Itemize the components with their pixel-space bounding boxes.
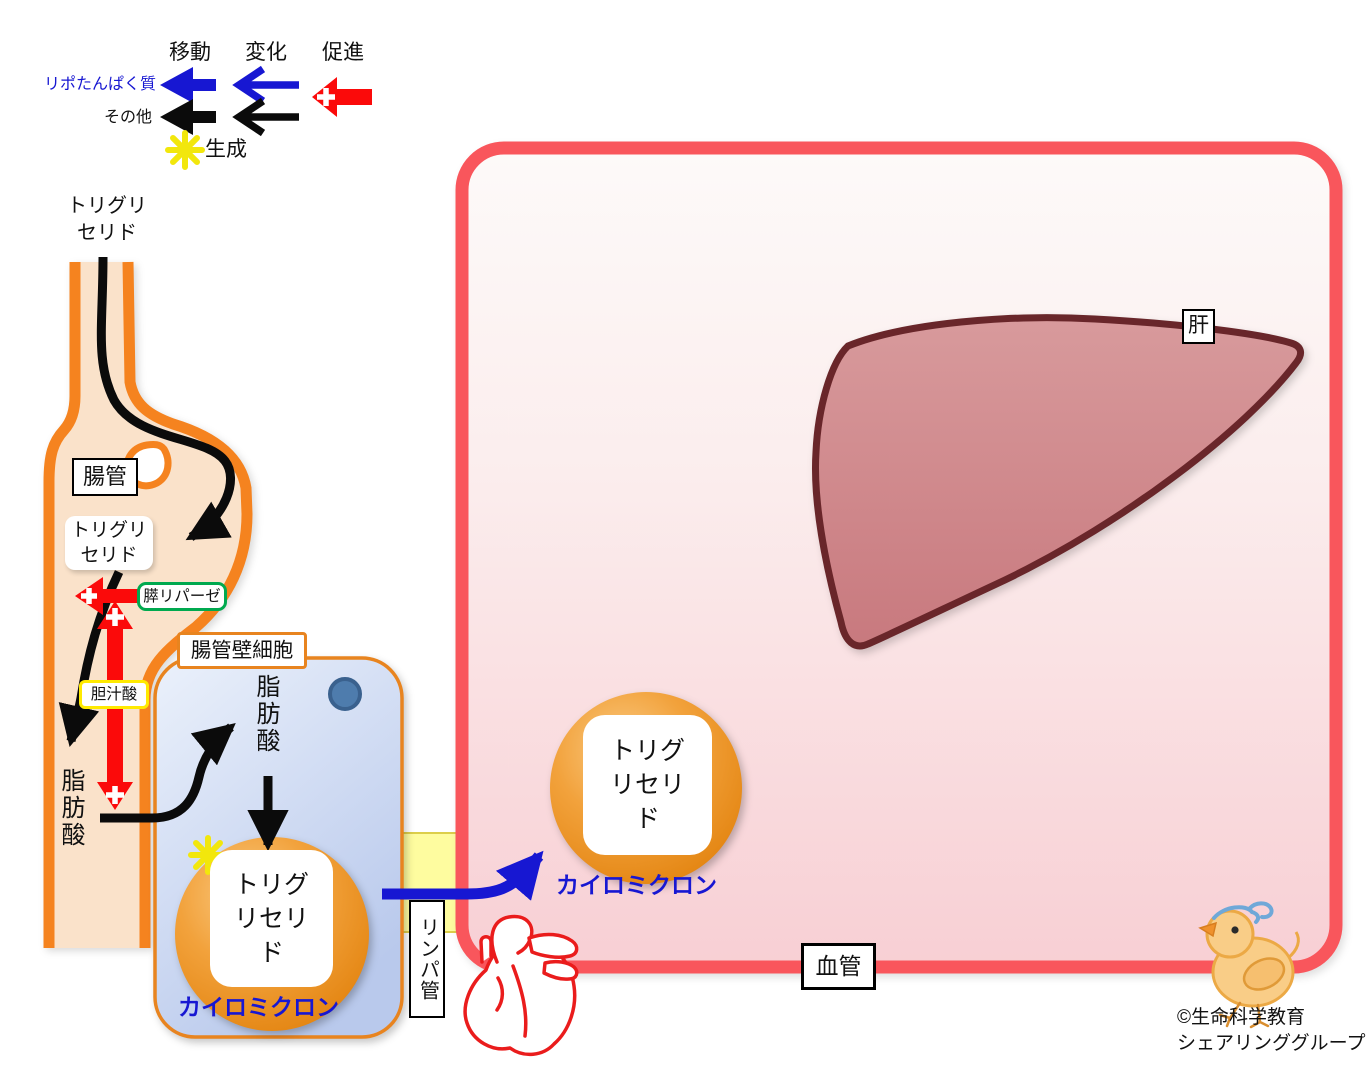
fatty-acid-cell-label: 脂肪酸	[252, 674, 279, 755]
liver-shape	[812, 314, 1305, 650]
promote-arrow-lipase	[75, 577, 138, 615]
fatty-acid-intestine-label: 脂肪酸	[57, 768, 84, 849]
triglyceride-cell-line1: トリグ	[233, 870, 309, 899]
triglyceride-top-line1: トリグリ	[67, 195, 147, 217]
legend-promote-arrow	[312, 77, 372, 117]
triglyceride-blood-line3: ド	[634, 805, 660, 833]
legend-move-other-arrow	[160, 99, 216, 135]
arrow-triglyceride-into-intestine	[96, 256, 236, 541]
blood-vessel-label: 血管	[801, 943, 876, 990]
legend-col-move: 移動	[169, 40, 211, 64]
triglyceride-cell-box: トリグ リセリ ド	[210, 850, 333, 987]
triglyceride-intestine-line2: セリド	[80, 545, 138, 566]
triglyceride-intestine-line1: トリグリ	[70, 520, 147, 541]
triglyceride-intestine-box: トリグリ セリド	[65, 516, 153, 570]
liver-label: 肝	[1182, 309, 1215, 344]
legend-change-other-arrow	[232, 97, 299, 137]
credit-line2: シェアリンググループ	[1177, 1033, 1366, 1054]
legend-row-other: その他	[103, 109, 152, 126]
legend-generate-asterisk-icon	[168, 133, 202, 167]
legend-row-lipoprotein: リポたんぱく質	[43, 76, 156, 93]
intestinal-wall-cell-label: 腸管壁細胞	[177, 632, 307, 669]
chick-bow-icon	[1212, 901, 1274, 924]
triglyceride-blood-box: トリグ リセリ ド	[583, 715, 712, 855]
credit-text: ©生命科学教育 シェアリンググループ	[1177, 1005, 1365, 1057]
chick-icon	[1198, 901, 1300, 1029]
bile-acid-label: 胆汁酸	[79, 680, 149, 709]
triglyceride-top-line2: セリド	[77, 222, 137, 244]
heart-icon	[463, 914, 579, 1057]
cell-nucleus	[328, 677, 362, 711]
plus-icon	[81, 588, 97, 604]
pancreatic-lipase-label: 膵リパーゼ	[137, 582, 227, 611]
legend-arrows	[160, 65, 372, 167]
intestine-label: 腸管	[72, 458, 138, 496]
chylomicron-blood-label: カイロミクロン	[556, 872, 717, 898]
triglyceride-cell-line3: ド	[258, 938, 284, 967]
triglyceride-blood-line1: トリグ	[609, 737, 685, 765]
plus-icon	[106, 608, 124, 626]
chylomicron-cell-label: カイロミクロン	[178, 994, 339, 1020]
plus-icon	[317, 88, 335, 106]
triglyceride-top-label: トリグリ セリド	[47, 192, 167, 248]
legend-change-lipoprotein-arrow	[232, 65, 299, 105]
legend-move-lipoprotein-arrow	[160, 67, 216, 103]
legend-col-change: 変化	[245, 40, 287, 64]
legend-col-promote: 促進	[322, 40, 364, 64]
lymph-vessel-label: リンパ管	[409, 900, 445, 1018]
credit-line1: ©生命科学教育	[1177, 1007, 1305, 1028]
legend-generate-label: 生成	[205, 138, 247, 161]
triglyceride-blood-line2: リセリ	[609, 771, 685, 799]
arrow-fattyacid-into-cell	[100, 723, 236, 823]
triglyceride-cell-line2: リセリ	[233, 904, 309, 933]
arrow-chylomicron-to-blood	[382, 850, 544, 901]
plus-icon	[106, 786, 124, 804]
